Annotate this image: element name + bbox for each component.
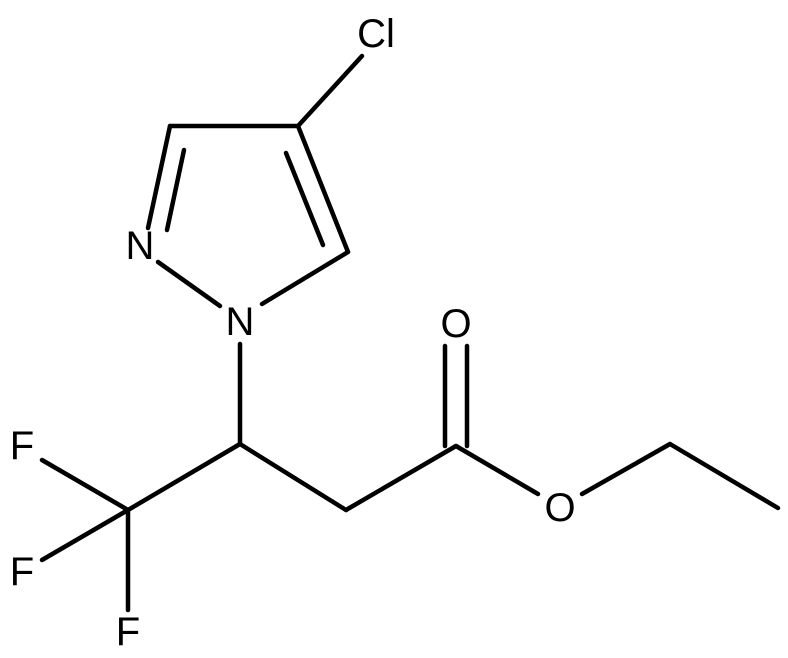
bond-c2-c1 [343,443,459,513]
bond-c3-n2-inner [164,147,187,233]
bond-c4-c5-inner [283,150,326,248]
bond-c3-n2 [145,123,173,231]
bond-c4-cl [295,53,365,129]
atom-label-o-carbonyl: O [440,302,471,346]
atom-label-cl: Cl [357,12,395,56]
bond-c3chain-cf3 [125,441,243,513]
atom-label-f1: F [10,424,34,468]
atom-label-o-ester: O [544,486,575,530]
bond-cf3-f1 [39,457,131,513]
atom-label-n2: N [126,224,155,268]
bond-ch2-ch3 [667,441,781,511]
bond-c3chain-c2 [237,441,349,513]
bond-cf3-f2 [39,507,131,563]
bond-o-ester-ch2 [579,441,673,497]
bond-c1-o-ester [453,443,541,497]
atom-label-f2: F [10,550,34,594]
atom-label-f3: F [116,610,140,654]
bond-c5-n1 [259,249,351,307]
bond-c4-c5 [295,123,351,255]
atom-label-n1: N [226,300,255,344]
bond-n2-n1 [155,259,223,309]
